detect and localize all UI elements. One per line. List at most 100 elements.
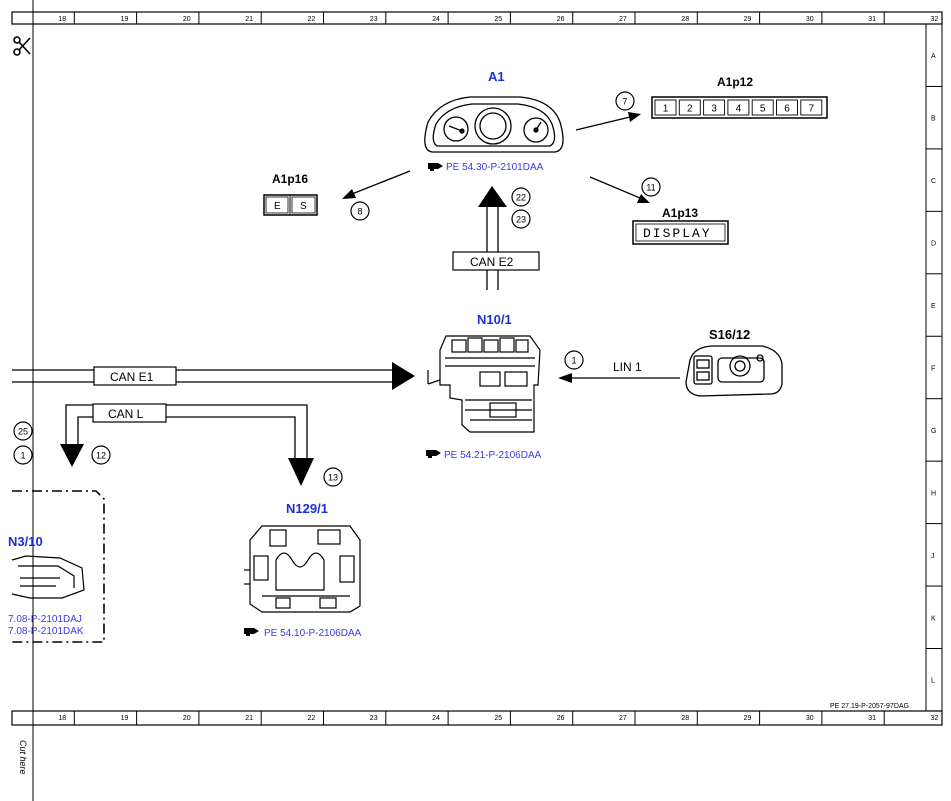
ruler-letter: H	[931, 490, 936, 497]
n10-1-reference: PE 54.21-P-2106DAA	[444, 450, 542, 461]
svg-text:7: 7	[622, 97, 627, 107]
a1p12-pin-box	[800, 99, 823, 116]
ruler-letter: B	[931, 116, 936, 123]
svg-text:13: 13	[328, 473, 338, 483]
a1p13-display: A1p13 DISPLAY	[632, 206, 729, 245]
ruler-letter: G	[931, 428, 936, 435]
ruler-number: 21	[245, 715, 253, 722]
ruler-number: 30	[806, 16, 814, 23]
callout-1-left: 1	[13, 445, 33, 465]
callout-13: 13	[323, 467, 343, 487]
ruler-number: 29	[744, 16, 752, 23]
a1-reference: PE 54.30-P-2101DAA	[446, 162, 544, 173]
svg-text:12: 12	[96, 451, 106, 461]
a1-label: A1	[488, 69, 505, 84]
frame	[11, 0, 943, 801]
callout-25: 25	[13, 421, 33, 441]
can-e2-bus: CAN E2	[452, 186, 540, 290]
svg-text:8: 8	[357, 207, 362, 217]
can-e1-bus: CAN E1	[12, 362, 415, 390]
n129-1-module: N129/1 PE 54.10-P-2106DAA	[244, 501, 362, 639]
a1p13-display-text: DISPLAY	[643, 226, 712, 241]
a1-instrument-cluster: A1 PE 54.30-P-2101DAA	[424, 69, 564, 173]
can-e1-label: CAN E1	[110, 370, 154, 384]
svg-text:1: 1	[20, 451, 25, 461]
ruler-number: 26	[557, 715, 565, 722]
cut-here-text: Cut here	[18, 740, 28, 775]
n3-10-module: N3/10 7.08-P-2101DAJ 7.08-P-2101DAK	[8, 490, 105, 643]
a1p13-label: A1p13	[662, 206, 698, 220]
ruler-number: 19	[121, 16, 129, 23]
scissors-icon	[13, 36, 31, 56]
callout-12: 12	[91, 445, 111, 465]
n10-1-label: N10/1	[477, 312, 512, 327]
ruler-number: 32	[931, 16, 939, 23]
a1p12-pin: 2	[687, 104, 693, 115]
ruler-number: 18	[58, 16, 66, 23]
ruler-number: 18	[58, 715, 66, 722]
a1p12-pin: 3	[711, 104, 717, 115]
callout-23: 23	[511, 209, 531, 229]
a1p16-pin-s: S	[300, 201, 307, 212]
cluster-drawing	[424, 96, 564, 153]
svg-text:11: 11	[646, 183, 655, 193]
ruler-letter: F	[931, 365, 935, 372]
a1p12-pin: 4	[736, 104, 742, 115]
s16-12-switch: S16/12	[685, 327, 783, 397]
a1p12-pin-box	[751, 99, 774, 116]
ruler-number: 20	[183, 16, 191, 23]
ruler-letter: J	[931, 553, 935, 560]
n3-10-reference-2: 7.08-P-2101DAK	[8, 626, 84, 637]
a1p12-label: A1p12	[717, 75, 753, 89]
ruler-number: 25	[494, 715, 502, 722]
callout-11: 11	[641, 177, 661, 197]
ruler-number: 26	[557, 16, 565, 23]
can-l-label: CAN L	[108, 407, 144, 421]
ruler-number: 23	[370, 715, 378, 722]
drawing-stamp: PE 27.19-P-2057-97DAG	[830, 703, 909, 710]
a1p12-pin-box	[678, 99, 701, 116]
ruler-number: 29	[744, 715, 752, 722]
n3-10-label: N3/10	[8, 534, 43, 549]
ruler-letter: L	[931, 678, 935, 685]
a1p16-connector: A1p16 E S	[263, 172, 318, 216]
ruler-number: 20	[183, 715, 191, 722]
a1p12-pin-box	[776, 99, 798, 116]
can-l-bus: CAN L	[60, 403, 314, 486]
ruler-number: 19	[121, 715, 129, 722]
ruler-number: 25	[494, 16, 502, 23]
ruler-letter: C	[931, 178, 936, 185]
ruler-number: 22	[308, 16, 316, 23]
svg-text:1: 1	[571, 356, 576, 366]
n10-1-module: N10/1 PE 54.21-P-2106DAA	[426, 312, 542, 461]
ruler-number: 28	[681, 16, 689, 23]
ruler-number: 27	[619, 715, 627, 722]
n3-10-reference-1: 7.08-P-2101DAJ	[8, 614, 82, 625]
svg-text:22: 22	[516, 193, 526, 203]
a1p12-pin: 6	[784, 104, 790, 115]
a1p12-pin-box	[727, 99, 750, 116]
ruler-number: 28	[681, 715, 689, 722]
ruler-number: 31	[868, 16, 876, 23]
ruler-number: 22	[308, 715, 316, 722]
n129-1-label: N129/1	[286, 501, 328, 516]
ruler-letter: K	[931, 615, 936, 622]
callout-1-lin: 1	[564, 350, 584, 370]
svg-text:25: 25	[18, 427, 28, 437]
can-e2-label: CAN E2	[470, 255, 514, 269]
n129-1-reference: PE 54.10-P-2106DAA	[264, 628, 362, 639]
ruler-number: 30	[806, 715, 814, 722]
ruler-number: 21	[245, 16, 253, 23]
a1p12-pin: 7	[809, 104, 815, 115]
ruler-number: 23	[370, 16, 378, 23]
ruler-letter: E	[931, 303, 936, 310]
a1p12-pin-box	[654, 99, 677, 116]
callout-22: 22	[511, 187, 531, 207]
lin-1-label: LIN 1	[613, 360, 642, 374]
